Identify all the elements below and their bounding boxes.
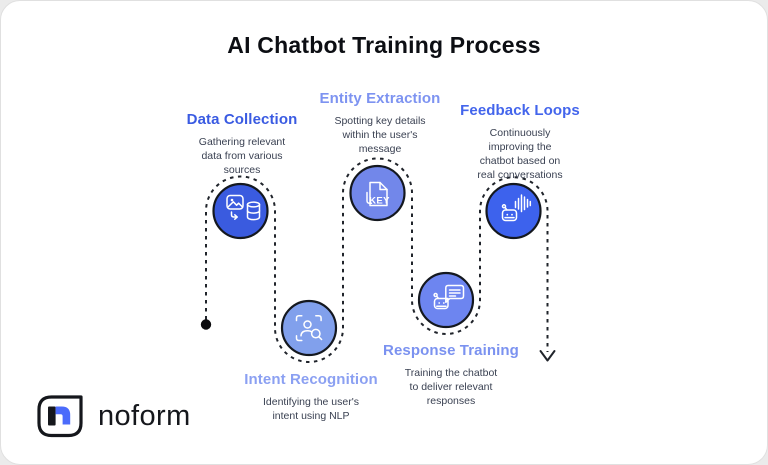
- step-label-entity-extraction: Entity Extraction Spotting key details w…: [300, 90, 460, 156]
- step-description: Training the chatbot to deliver relevant…: [404, 367, 498, 407]
- step-circle: [349, 164, 406, 222]
- step-description: Continuously improving the chatbot based…: [477, 127, 563, 181]
- step-description: Identifying the user's intent using NLP: [263, 396, 359, 422]
- step-node-feedback-loops: [485, 182, 542, 240]
- step-node-data-collection: [212, 182, 269, 240]
- step-description: Gathering relevant data from various sou…: [198, 136, 286, 176]
- brand-logo: noform: [37, 395, 191, 438]
- person-scan-search-icon: [295, 315, 323, 342]
- document-key-icon: KEY: [366, 181, 390, 207]
- robot-chat-icon: [433, 284, 465, 310]
- step-label-response-training: Response Training Training the chatbot t…: [371, 342, 531, 408]
- process-path: [205, 157, 549, 363]
- step-label-intent-recognition: Intent Recognition Identifying the user'…: [231, 371, 391, 423]
- path-end-arrow-icon: [539, 350, 556, 362]
- step-circle: [485, 182, 542, 240]
- step-node-entity-extraction: KEY: [349, 164, 406, 222]
- path-start-dot: [200, 319, 212, 330]
- logo-n-arch: [55, 406, 71, 425]
- image-to-database-icon: [226, 194, 261, 221]
- page-title: AI Chatbot Training Process: [227, 32, 541, 58]
- noform-logo-icon: [37, 395, 83, 438]
- logo-n-stem: [48, 406, 56, 426]
- step-label-feedback-loops: Feedback Loops Continuously improving th…: [440, 102, 600, 182]
- brand-name: noform: [98, 400, 191, 432]
- icon-key-label: KEY: [369, 196, 390, 207]
- step-node-response-training: [417, 271, 475, 329]
- step-node-intent-recognition: [280, 299, 338, 357]
- step-title: Response Training: [383, 342, 519, 359]
- step-label-data-collection: Data Collection Gathering relevant data …: [162, 111, 322, 177]
- step-title: Intent Recognition: [244, 371, 378, 388]
- step-title: Entity Extraction: [319, 90, 441, 107]
- robot-soundwave-icon: [501, 194, 532, 222]
- step-title: Data Collection: [186, 111, 298, 128]
- step-description: Spotting key details within the user's m…: [334, 115, 426, 155]
- step-title: Feedback Loops: [460, 102, 580, 119]
